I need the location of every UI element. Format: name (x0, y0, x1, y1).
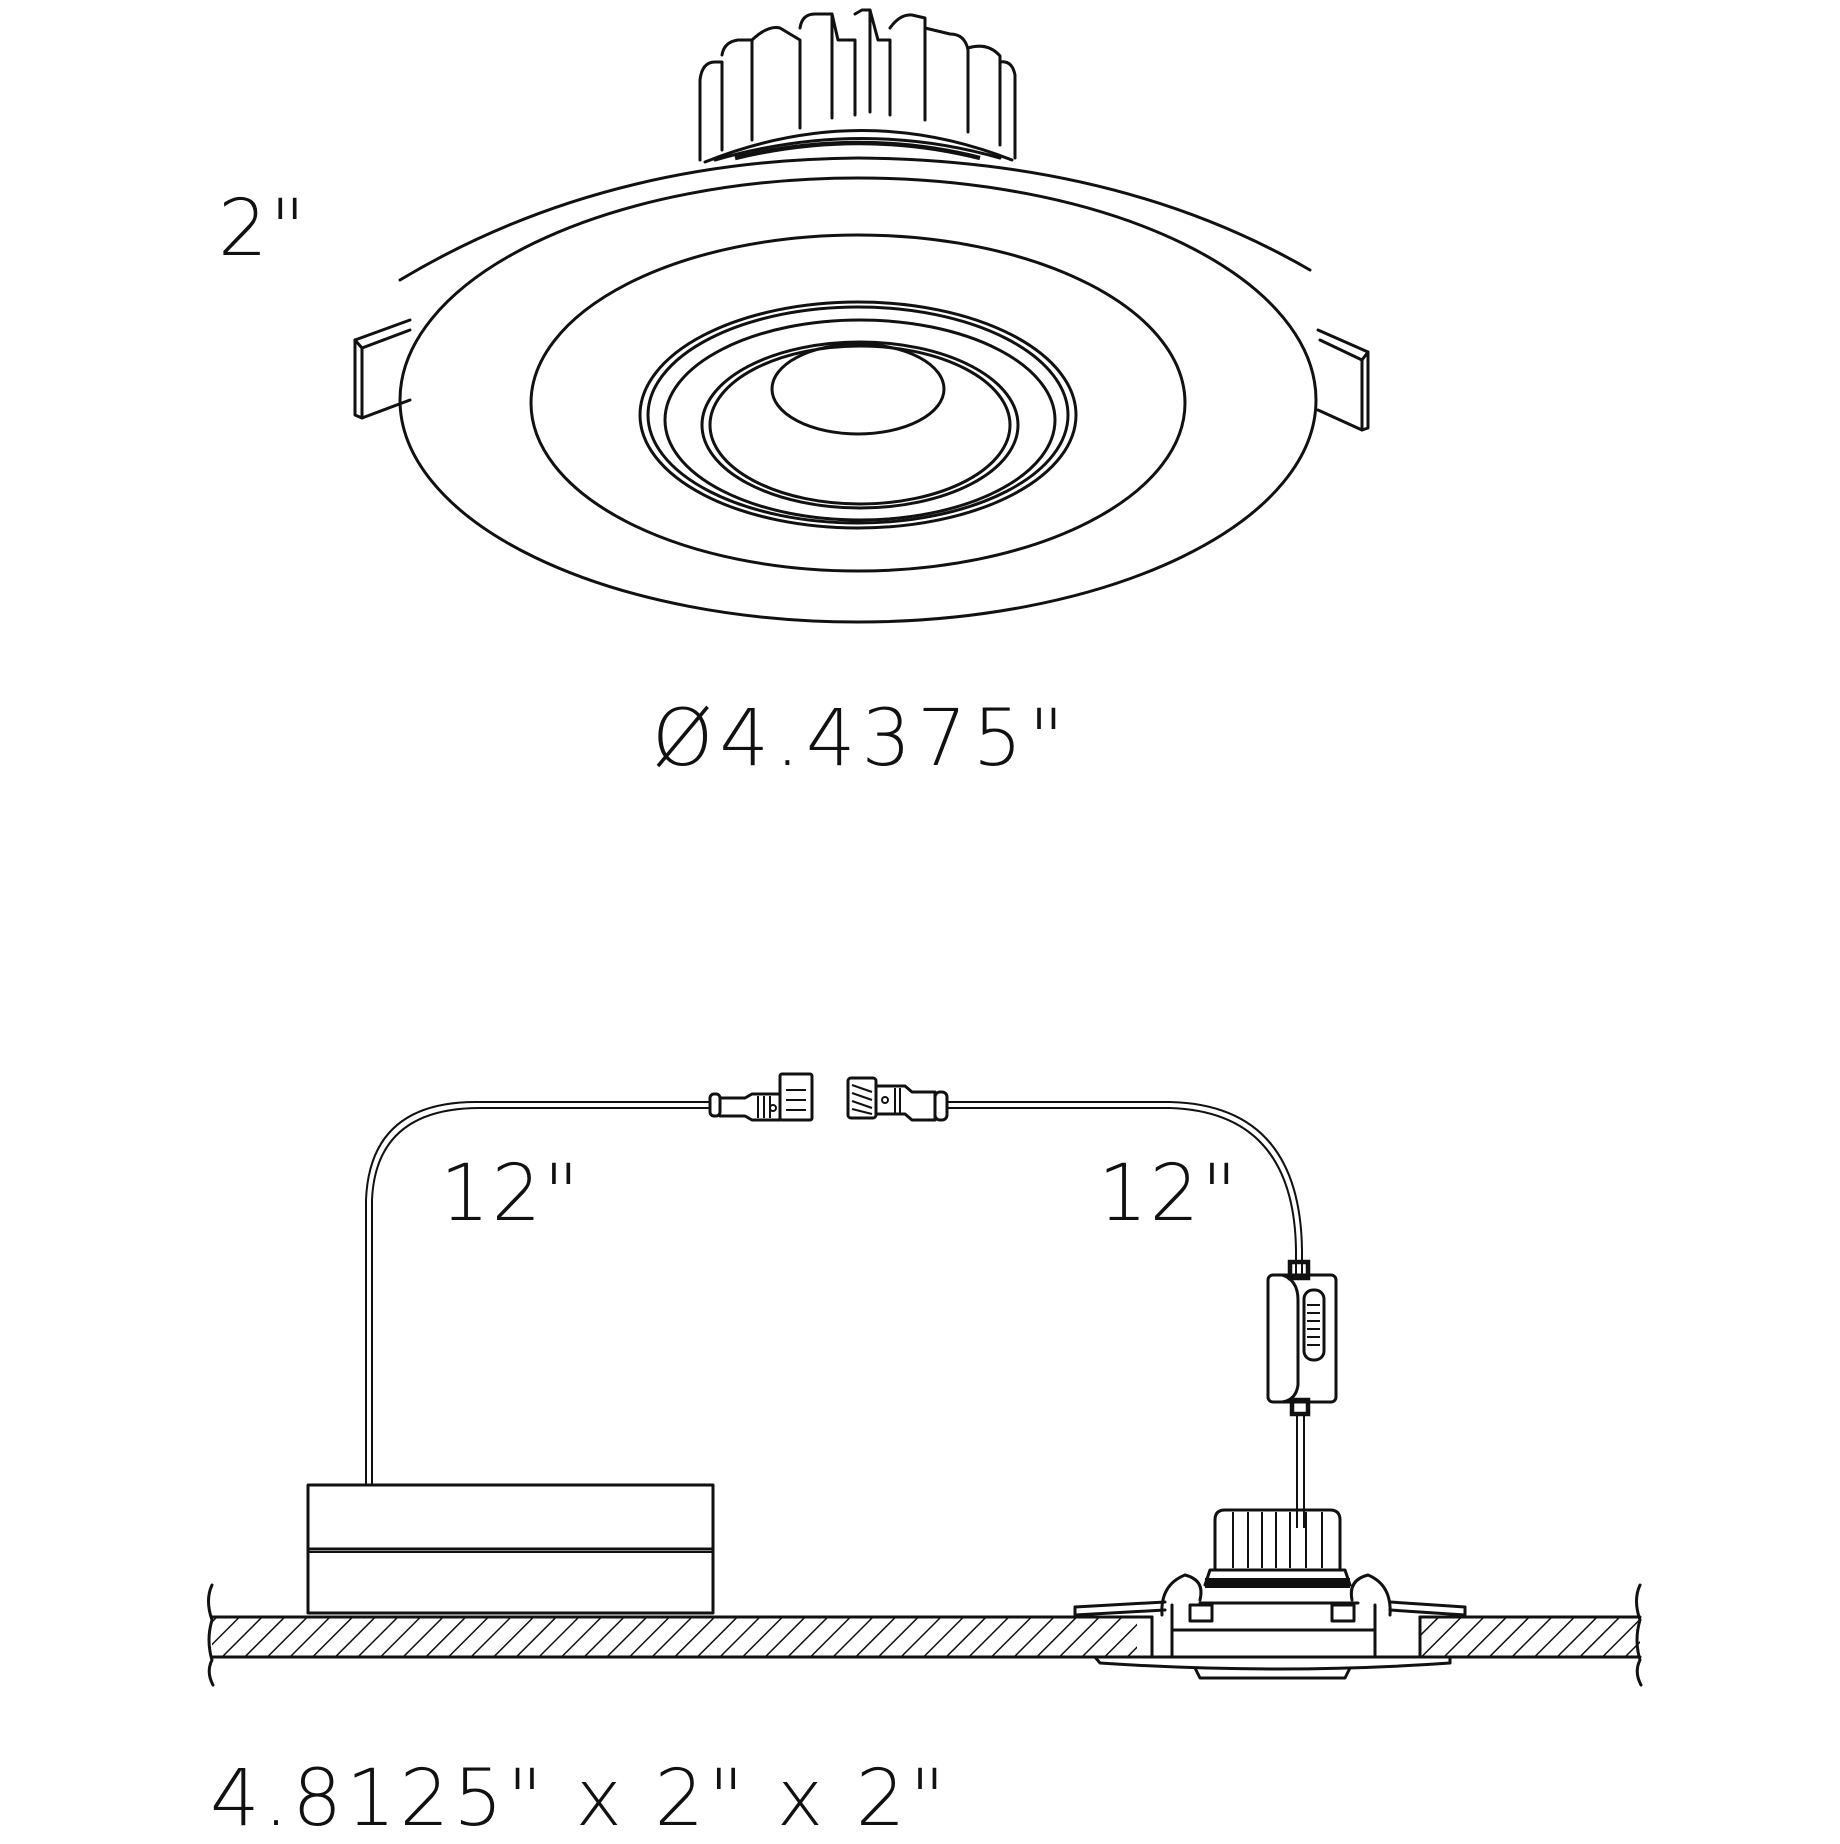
height-dimension-label: 2" (218, 184, 308, 274)
downlight-top-view (353, 8, 1370, 624)
trim-flange-outer (398, 176, 1318, 624)
diameter-dimension-label: Ø4.4375" (652, 694, 1071, 784)
driver-box-dimension-label: 4.8125" x 2" x 2" (210, 1754, 950, 1844)
cable-right (947, 1101, 1305, 1528)
driver-box-icon (306, 1483, 715, 1615)
right-cable-length-label: 12" (1098, 1149, 1240, 1239)
ceiling-section-icon (207, 1583, 1643, 1687)
inline-switch-icon (1266, 1259, 1338, 1417)
trim-ring (529, 233, 1187, 573)
left-cable-length-label: 12" (440, 1149, 582, 1239)
spring-clip-right-icon (1316, 328, 1370, 432)
heat-sink-icon (698, 8, 1017, 164)
connector-male-icon (708, 1072, 814, 1122)
connector-female-icon (846, 1076, 949, 1122)
spring-clip-left-icon (353, 318, 412, 420)
cable-left (365, 1100, 710, 1485)
downlight-side-view-icon (1073, 1508, 1467, 1680)
lens-icon (770, 342, 946, 436)
